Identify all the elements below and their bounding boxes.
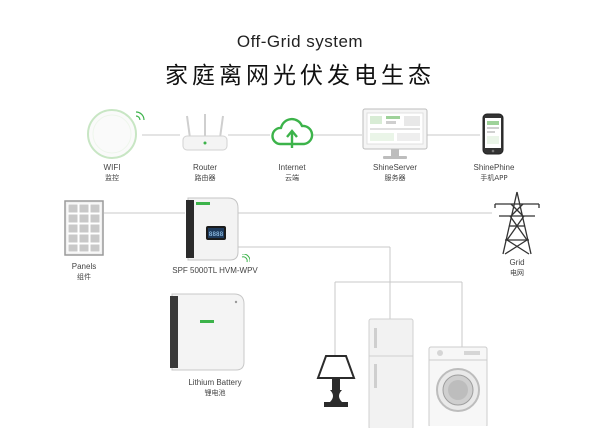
monitor-icon (362, 108, 428, 159)
panels-caption: Panels 组件 (71, 262, 97, 281)
title-chinese: 家庭离网光伏发电生态 (165, 63, 435, 89)
battery-caption: Lithium Battery 锂电池 (188, 378, 242, 397)
server-caption: ShineServer 服务器 (372, 163, 418, 182)
internet-caption: Internet 云端 (278, 163, 306, 182)
wifi-dongle-icon (87, 109, 145, 159)
refrigerator-icon (368, 318, 414, 428)
inverter-icon: 8888 (186, 197, 239, 261)
wifi-signal-icon (241, 254, 250, 263)
inverter-caption: SPF 5000TL HVM-WPV (172, 266, 258, 275)
table-lamp-icon (316, 355, 356, 407)
cloud-upload-icon (271, 117, 314, 148)
washing-machine-icon (428, 346, 488, 426)
phone-caption: ShinePhine 手机APP (473, 163, 515, 182)
inverter-screen-readout: 8888 (209, 231, 224, 238)
router-caption: Router 路由器 (192, 163, 217, 182)
wifi-caption: WIFI 监控 (103, 163, 121, 182)
smartphone-icon (482, 113, 504, 155)
power-tower-icon (494, 191, 540, 255)
router-icon (182, 114, 228, 151)
solar-panel-icon (64, 200, 104, 256)
grid-caption: Grid 电网 (509, 258, 525, 277)
title-english: Off-Grid system (236, 32, 364, 51)
battery-icon (170, 293, 245, 371)
